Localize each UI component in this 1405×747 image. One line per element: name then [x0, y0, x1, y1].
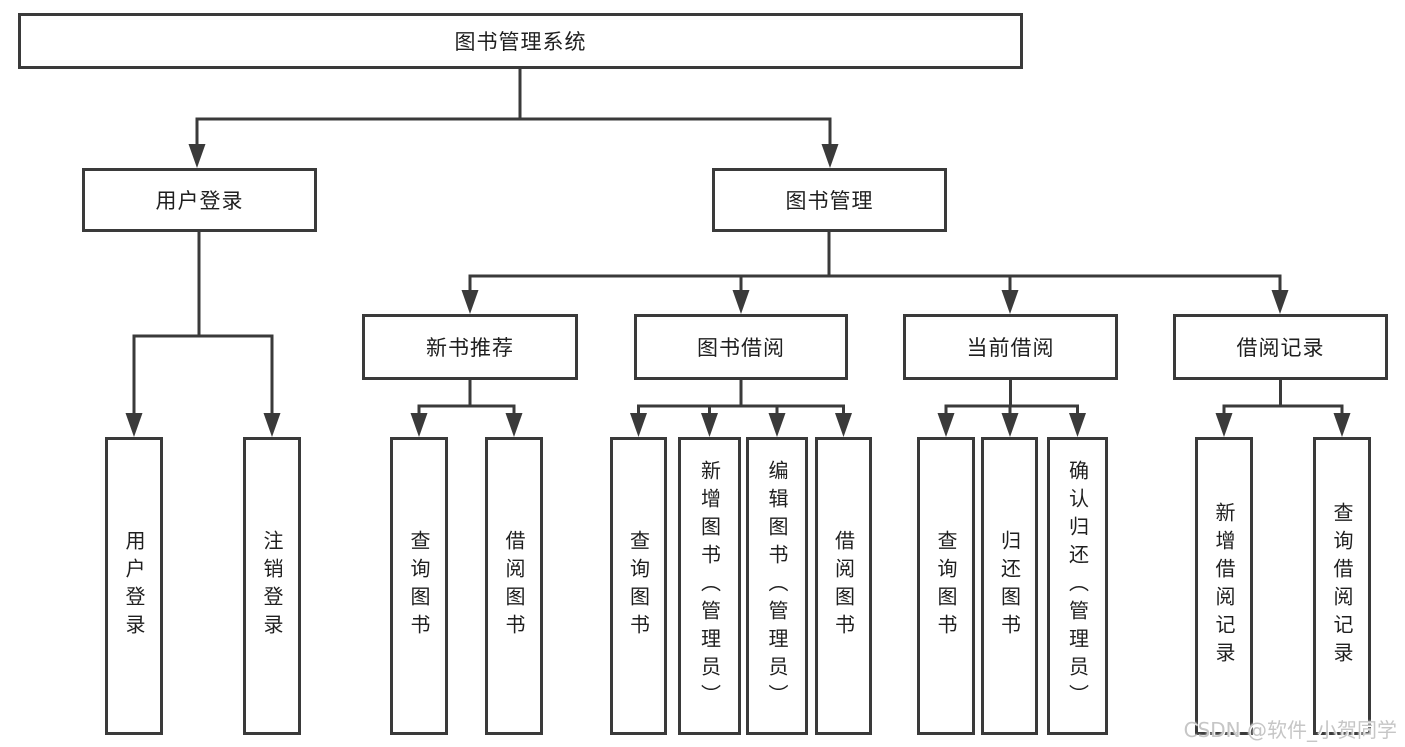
node-library-system-label: 图书管理系统: [454, 30, 587, 54]
arrowhead: [1001, 290, 1019, 314]
leaf-query-books-current-label: 查询图书: [934, 530, 958, 642]
arrowhead: [188, 144, 206, 168]
arrowhead: [1271, 290, 1289, 314]
arrowhead: [125, 413, 143, 437]
leaf-edit-books-admin-label: 编辑图书（管理员）: [765, 460, 789, 712]
watermark: CSDN @软件_小贺同学: [1183, 718, 1397, 742]
arrowhead: [263, 413, 281, 437]
arrowhead: [1069, 413, 1086, 437]
node-library-system: 图书管理系统: [18, 13, 1023, 69]
node-new-book-recommend: 新书推荐: [362, 314, 578, 380]
leaf-query-books-recommend: 查询图书: [390, 437, 448, 735]
node-book-borrowing: 图书借阅: [634, 314, 848, 380]
node-new-book-recommend-label: 新书推荐: [426, 336, 514, 360]
leaf-user-login: 用户登录: [105, 437, 163, 735]
connector-records-to-leaves: [1222, 380, 1344, 416]
connector-currentborrow-to-leaves: [944, 380, 1079, 416]
arrowhead: [701, 413, 718, 437]
leaf-borrow-books-recommend-label: 借阅图书: [502, 530, 526, 642]
arrowhead: [461, 290, 479, 314]
connector-bookmgmt-to-level3: [468, 232, 1282, 293]
connector-root-to-level2: [195, 69, 832, 147]
leaf-edit-books-admin: 编辑图书（管理员）: [746, 437, 808, 735]
node-book-management: 图书管理: [712, 168, 947, 232]
leaf-return-books-label: 归还图书: [997, 530, 1022, 642]
connector-userlogin-to-leaves: [132, 232, 274, 416]
arrowhead: [1215, 413, 1233, 437]
leaf-add-borrow-record: 新增借阅记录: [1195, 437, 1253, 735]
arrowhead: [505, 413, 523, 437]
leaf-query-books-borrow: 查询图书: [610, 437, 667, 735]
node-user-login-label: 用户登录: [155, 189, 244, 213]
arrowhead: [410, 413, 428, 437]
connector-bookborrow-to-leaves: [637, 380, 845, 416]
leaf-add-books-admin: 新增图书（管理员）: [678, 437, 741, 735]
leaf-logout-label: 注销登录: [260, 530, 284, 642]
arrowhead: [1333, 413, 1351, 437]
leaf-query-books-current: 查询图书: [917, 437, 975, 735]
arrowhead: [768, 413, 786, 437]
leaf-query-books-recommend-label: 查询图书: [407, 530, 431, 642]
node-current-borrowing-label: 当前借阅: [966, 336, 1055, 360]
leaf-borrow-books-recommend: 借阅图书: [485, 437, 543, 735]
arrowhead: [821, 144, 839, 168]
arrowhead: [1001, 413, 1019, 437]
node-borrowing-records: 借阅记录: [1173, 314, 1388, 380]
node-user-login: 用户登录: [82, 168, 317, 232]
leaf-return-books: 归还图书: [981, 437, 1038, 735]
leaf-add-books-admin-label: 新增图书（管理员）: [697, 460, 722, 712]
leaf-query-books-borrow-label: 查询图书: [626, 530, 651, 642]
leaf-borrow-books: 借阅图书: [815, 437, 872, 735]
leaf-logout: 注销登录: [243, 437, 301, 735]
arrowhead: [732, 290, 750, 314]
connector-newbook-to-leaves: [417, 380, 516, 416]
arrowhead: [835, 413, 852, 437]
leaf-borrow-books-label: 借阅图书: [831, 530, 856, 642]
node-current-borrowing: 当前借阅: [903, 314, 1118, 380]
node-book-borrowing-label: 图书借阅: [697, 336, 785, 360]
leaf-query-borrow-record-label: 查询借阅记录: [1330, 502, 1354, 670]
leaf-query-borrow-record: 查询借阅记录: [1313, 437, 1371, 735]
leaf-add-borrow-record-label: 新增借阅记录: [1212, 502, 1236, 670]
leaf-user-login-label: 用户登录: [122, 530, 146, 642]
leaf-confirm-return-admin: 确认归还（管理员）: [1047, 437, 1108, 735]
arrowhead: [937, 413, 955, 437]
leaf-confirm-return-admin-label: 确认归还（管理员）: [1065, 460, 1090, 712]
arrowhead: [630, 413, 647, 437]
node-book-management-label: 图书管理: [785, 189, 874, 213]
node-borrowing-records-label: 借阅记录: [1236, 336, 1325, 360]
